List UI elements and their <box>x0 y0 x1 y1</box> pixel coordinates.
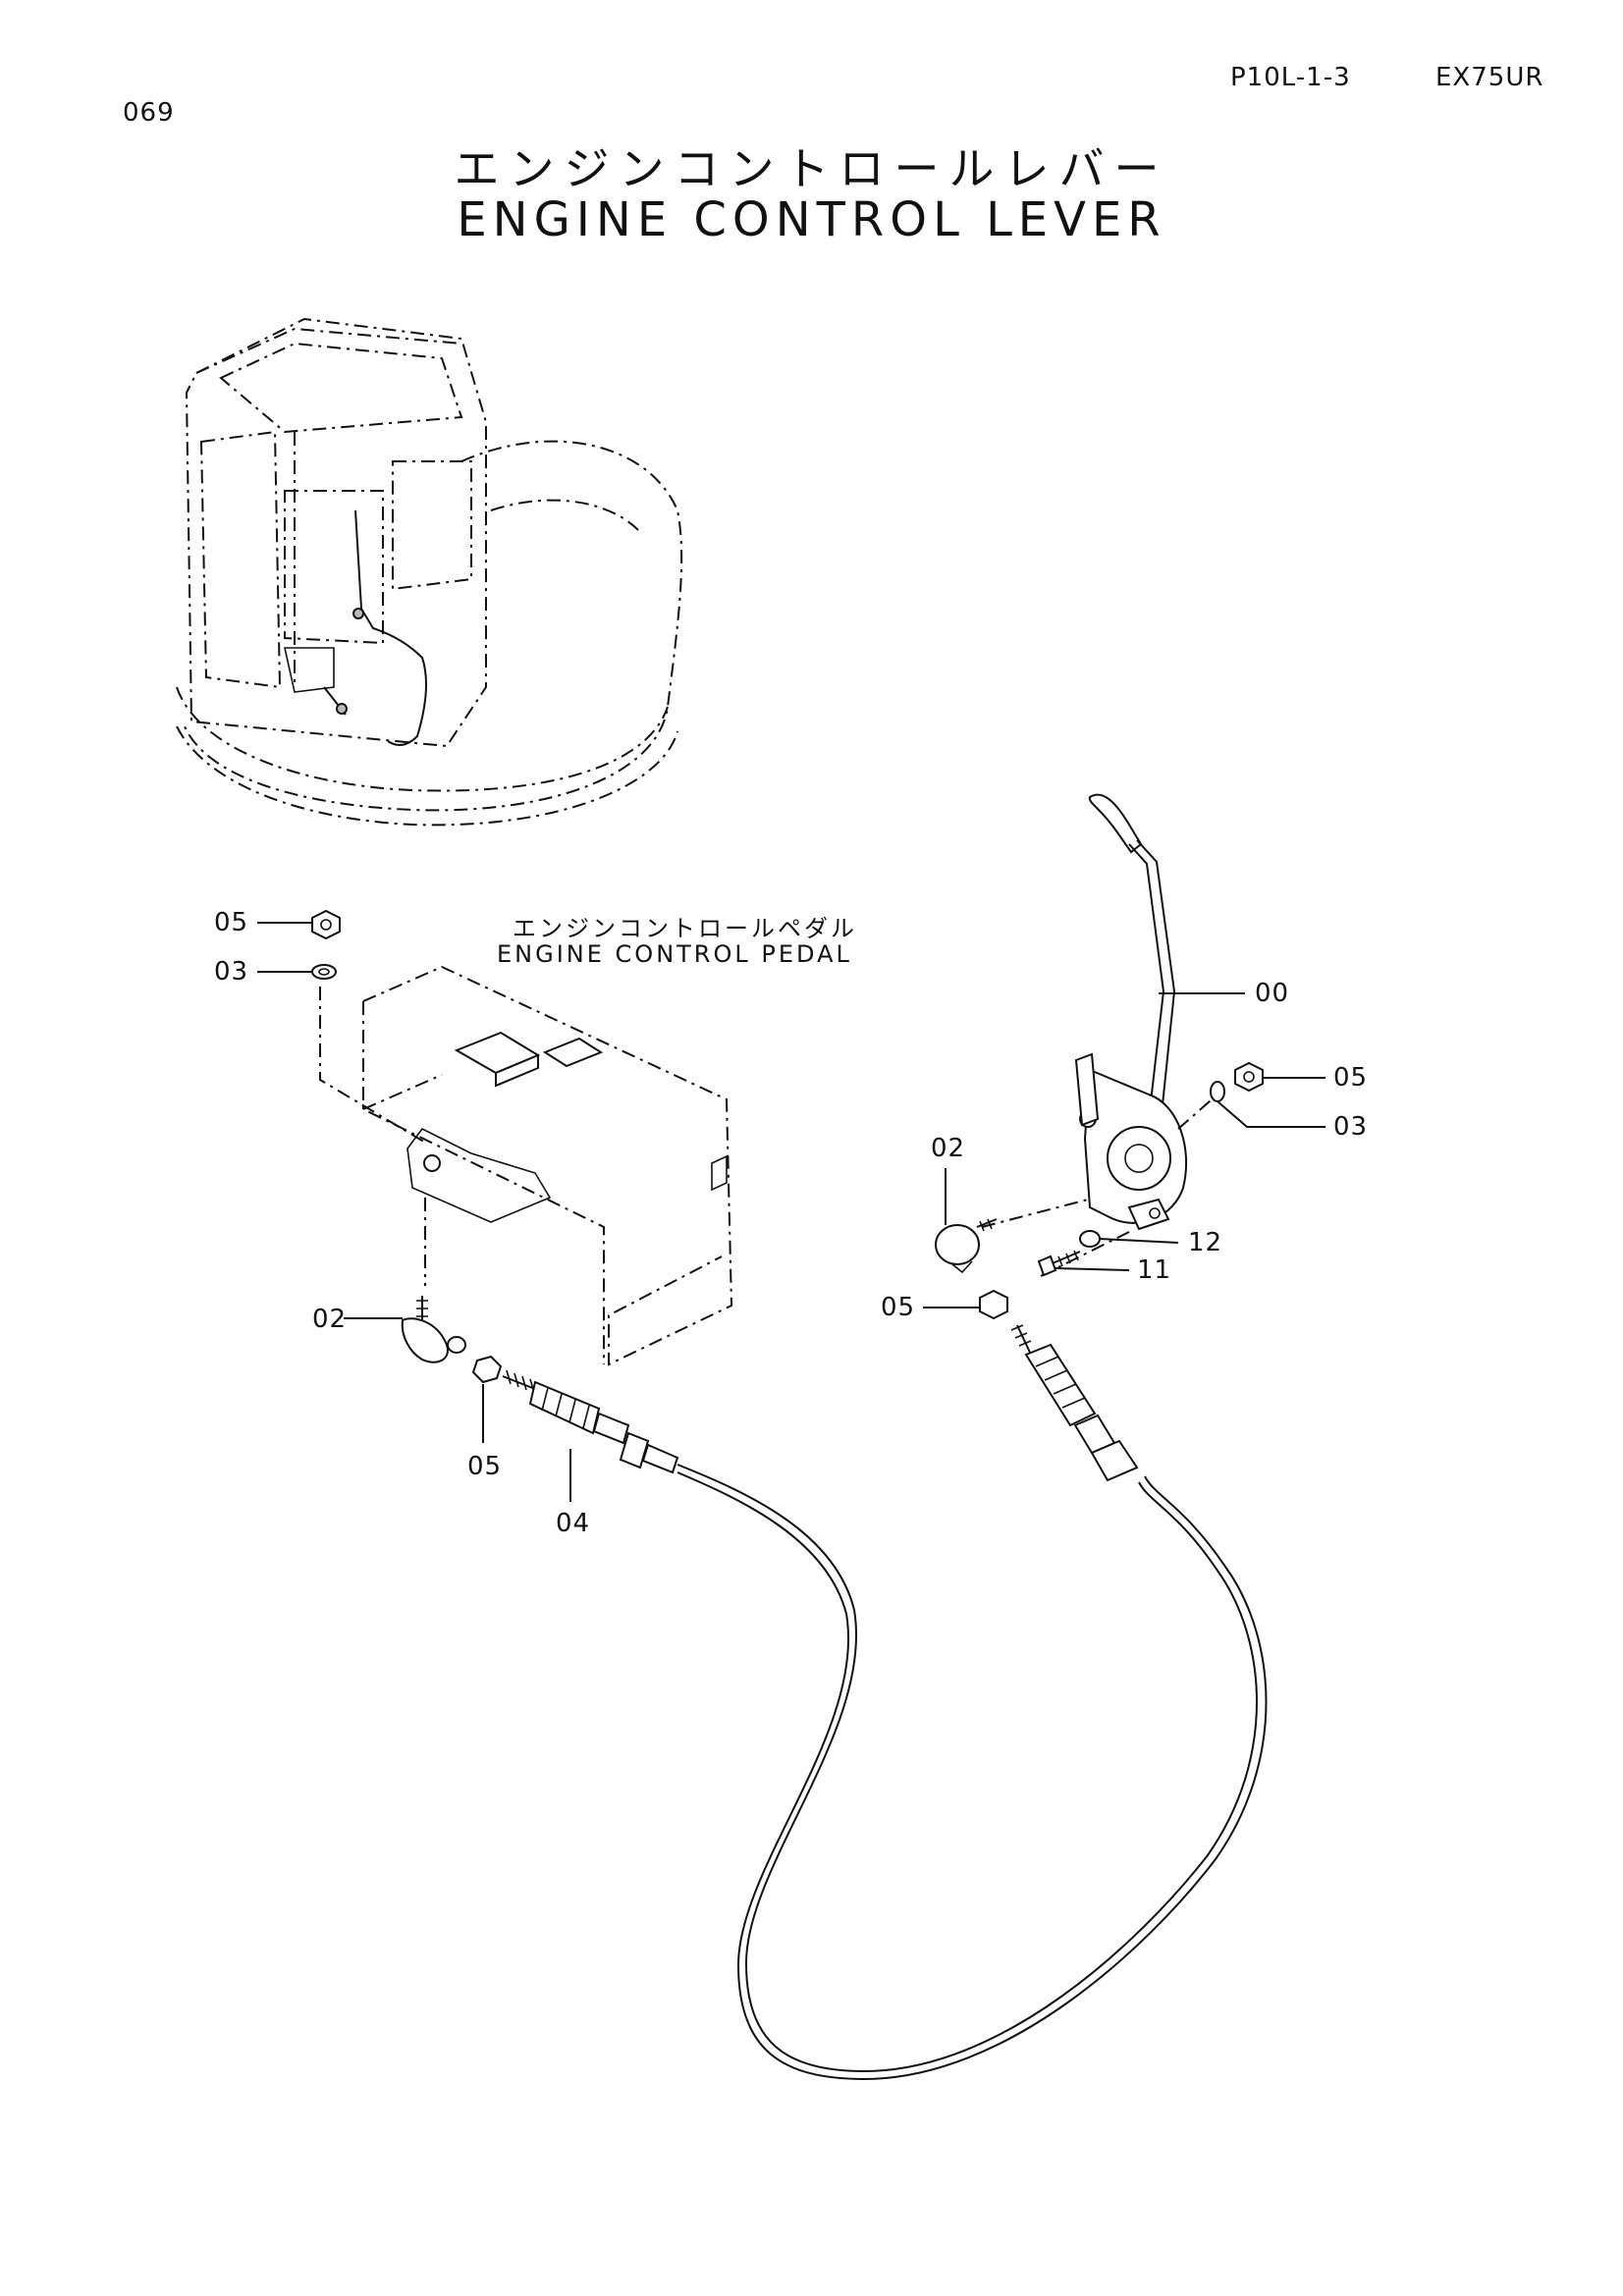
engine-control-pedal-bracket <box>362 965 733 1366</box>
right-cable-end <box>1010 1324 1139 1482</box>
right-bolt-11 <box>1037 1250 1081 1277</box>
left-washer-03 <box>311 964 337 980</box>
excavator-cab-illustration <box>176 317 683 827</box>
subassembly-title-japanese: エンジンコントロールペダル <box>513 915 857 942</box>
left-cable-end-04 <box>502 1369 679 1474</box>
subassembly-title-english: ENGINE CONTROL PEDAL <box>497 940 852 968</box>
callout-left-05-bottom: 05 <box>467 1452 502 1481</box>
title-english: ENGINE CONTROL LEVER <box>457 192 1166 247</box>
right-nut-05 <box>1234 1061 1264 1093</box>
drawing-code: P10L-1-3 <box>1230 63 1351 92</box>
right-washer-12 <box>1079 1230 1101 1248</box>
callout-right-00: 00 <box>1255 979 1289 1008</box>
right-ball-joint-02 <box>935 1218 998 1274</box>
control-cable <box>676 1464 1258 2073</box>
right-washer-03 <box>1210 1081 1225 1102</box>
left-ball-joint-02 <box>401 1296 466 1363</box>
model-name: EX75UR <box>1435 63 1544 92</box>
callout-right-02: 02 <box>931 1134 965 1163</box>
callout-left-03: 03 <box>214 957 248 987</box>
callout-left-05-top: 05 <box>214 908 248 937</box>
title-japanese: エンジンコントロールレバー <box>454 142 1169 195</box>
callout-right-03: 03 <box>1333 1112 1368 1142</box>
left-nut-05 <box>311 909 341 940</box>
callout-right-11: 11 <box>1137 1255 1171 1285</box>
callout-right-05-bottom: 05 <box>881 1293 915 1322</box>
page-number: 069 <box>123 98 175 128</box>
engine-control-lever-assembly <box>1074 793 1188 1231</box>
callout-right-05-top: 05 <box>1333 1063 1368 1093</box>
left-nut-05-lower <box>471 1355 503 1384</box>
callout-left-02: 02 <box>312 1305 347 1334</box>
right-nut-05-lower <box>979 1289 1008 1320</box>
callout-left-04: 04 <box>556 1509 590 1538</box>
callout-right-12: 12 <box>1188 1228 1222 1257</box>
